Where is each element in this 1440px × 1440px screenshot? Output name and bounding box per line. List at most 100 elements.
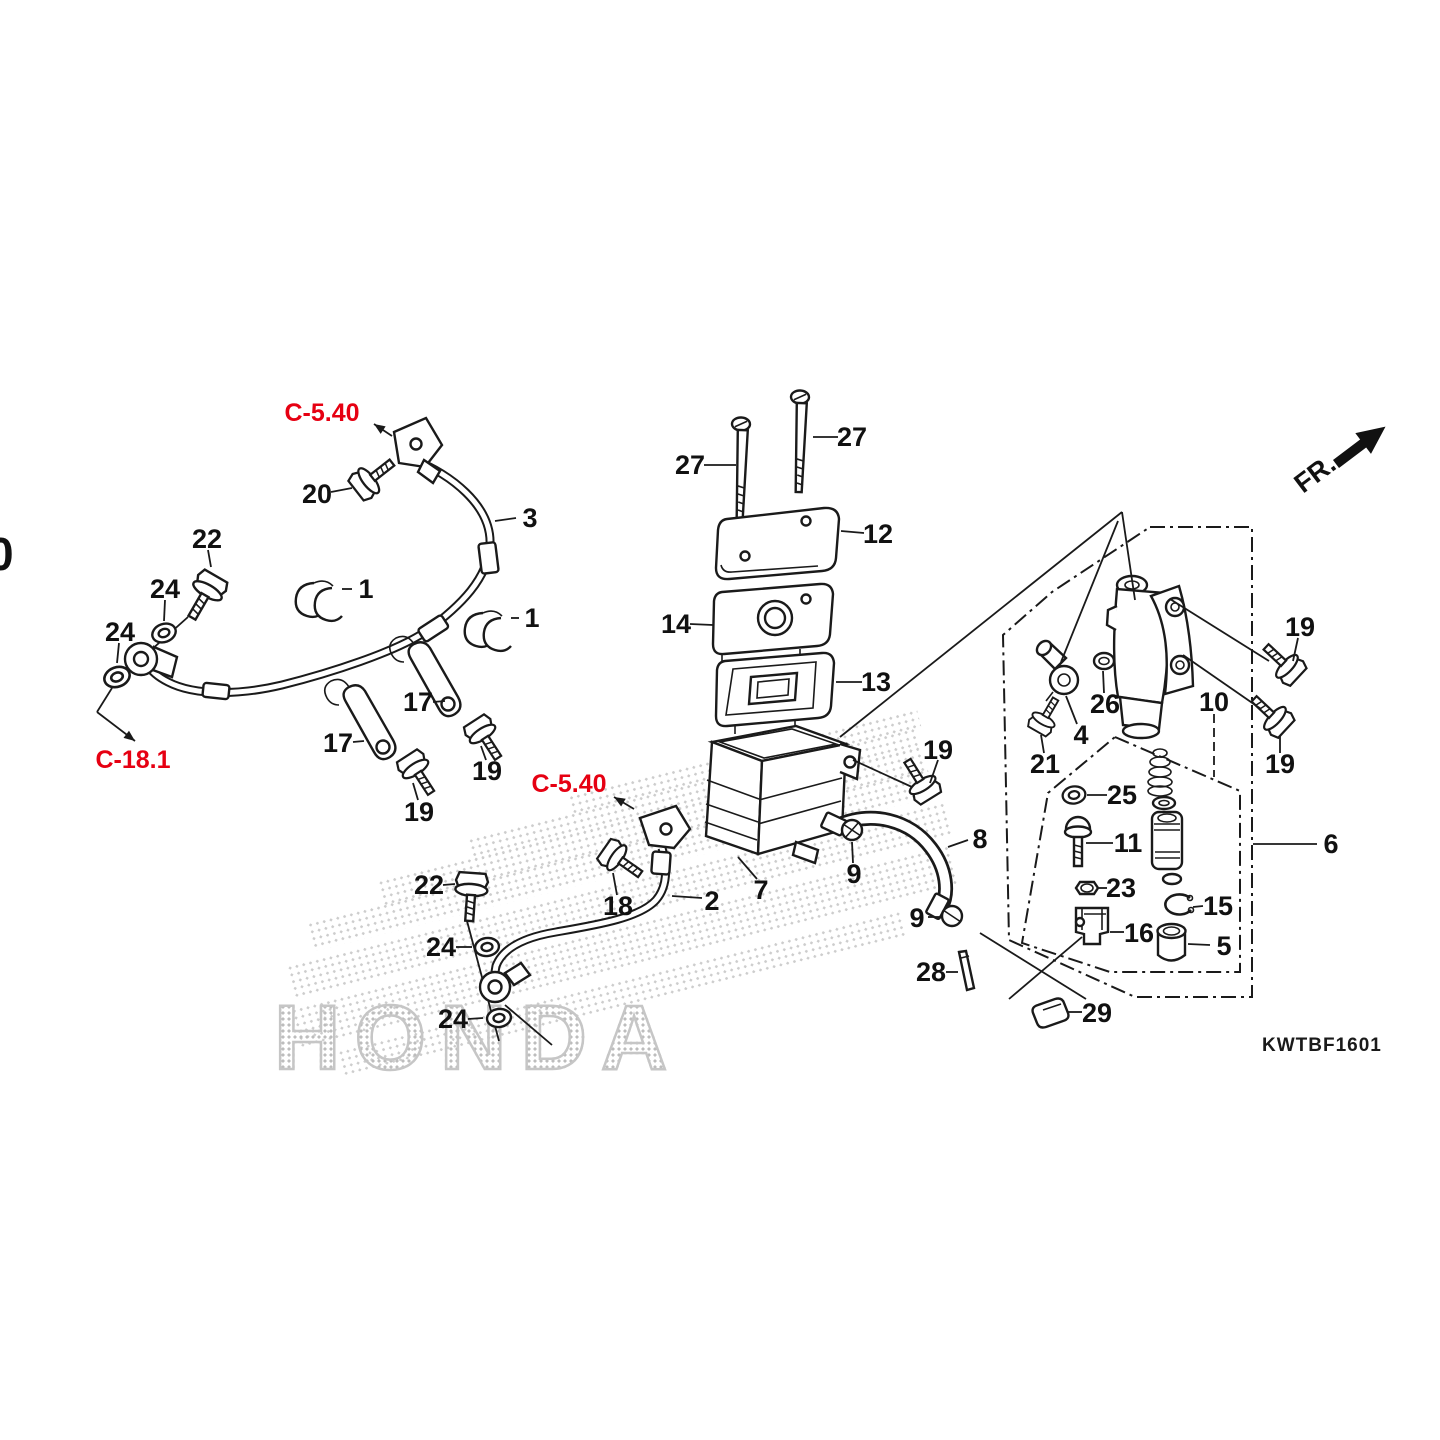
oil-bolt-22	[176, 566, 232, 627]
hose-clip-1	[294, 579, 344, 623]
connection-line	[1060, 520, 1119, 663]
leader-line	[737, 856, 758, 880]
hose-2-banjo	[478, 961, 532, 1004]
page-reference-label: C-5.40	[531, 770, 606, 798]
leader-line	[116, 642, 120, 664]
callout-10: 10	[1199, 687, 1229, 717]
leader-line	[612, 872, 618, 896]
callout-17: 17	[323, 728, 353, 758]
partial-edge-text: 0	[0, 528, 14, 580]
leader-line	[412, 782, 419, 801]
callout-19: 19	[923, 735, 953, 765]
leader-line	[929, 759, 939, 784]
leader-line	[947, 839, 969, 848]
reservoir-hose-8	[820, 810, 954, 920]
flange-bolt-18	[594, 835, 650, 888]
leader-line	[1102, 670, 1105, 694]
rod-joint-16	[1074, 906, 1110, 946]
callout-14: 14	[661, 609, 691, 639]
hose-clamp-9	[940, 904, 964, 928]
leader-line	[442, 883, 456, 886]
oil-bolt-22	[452, 870, 490, 924]
callout-22: 22	[192, 524, 222, 554]
callout-19: 19	[404, 797, 434, 827]
position-line	[504, 1004, 553, 1046]
snap-pin-29	[1031, 997, 1070, 1029]
callout-16: 16	[1124, 918, 1154, 948]
leader-line	[851, 841, 854, 864]
leader-line	[352, 740, 365, 743]
connection-line	[1121, 511, 1136, 601]
callout-6: 6	[1323, 829, 1338, 859]
leader-line	[494, 517, 517, 522]
callout-24: 24	[150, 574, 180, 604]
fr-direction-indicator: FR.	[1289, 426, 1386, 499]
hose-3-fitting	[392, 416, 444, 485]
leader-line	[1065, 695, 1078, 725]
callout-9: 9	[909, 903, 924, 933]
page-reference-label: C-18.1	[95, 746, 170, 774]
callout-27: 27	[675, 450, 705, 480]
mount-line	[852, 759, 913, 788]
callout-12: 12	[863, 519, 893, 549]
callout-29: 29	[1082, 998, 1112, 1028]
callout-27: 27	[837, 422, 867, 452]
leader-line	[1040, 734, 1045, 754]
ref-arrow-icon	[614, 797, 626, 807]
callout-28: 28	[916, 957, 946, 987]
mount-line	[1182, 654, 1262, 710]
callout-5: 5	[1216, 931, 1231, 961]
callout-24: 24	[105, 617, 135, 647]
page-reference-label: C-5.40	[284, 399, 359, 427]
callout-21: 21	[1030, 749, 1060, 779]
leader-line	[1292, 637, 1299, 662]
joint-pin-28	[957, 949, 976, 992]
position-line	[1008, 936, 1083, 1000]
leader-line	[1192, 905, 1204, 908]
callout-26: 26	[1090, 689, 1120, 719]
washer-25	[1060, 783, 1088, 807]
callout-4: 4	[1073, 720, 1088, 750]
reservoir-cap-12	[714, 506, 841, 581]
sealing-washer-24	[484, 1006, 514, 1030]
flange-bolt-19	[1254, 635, 1310, 689]
callout-22: 22	[414, 870, 444, 900]
leader-line	[480, 745, 487, 761]
master-piston	[1150, 810, 1184, 886]
reservoir-diaphragm-13	[714, 651, 836, 734]
boot-5	[1156, 922, 1187, 962]
diagram-code: KWTBF1601	[1262, 1035, 1382, 1056]
hose-clip-1	[463, 609, 513, 653]
leader-line	[330, 487, 353, 493]
callout-11: 11	[1114, 828, 1143, 858]
hose-2-fitting	[638, 804, 692, 850]
callout-17: 17	[403, 687, 433, 717]
push-rod-11	[1063, 815, 1093, 868]
callout-1: 1	[358, 574, 373, 604]
callout-15: 15	[1203, 891, 1233, 921]
callout-13: 13	[861, 667, 891, 697]
callout-18: 18	[603, 891, 633, 921]
leader-line	[840, 530, 865, 534]
reservoir-screw-27	[727, 415, 752, 521]
connection-line	[839, 511, 1123, 738]
hose-3-banjo	[123, 641, 179, 679]
callout-9: 9	[846, 859, 861, 889]
leader-line	[1187, 943, 1211, 946]
position-line	[979, 932, 1087, 1000]
ref-leader-line	[96, 687, 113, 713]
callout-2: 2	[704, 886, 719, 916]
callout-19: 19	[1265, 749, 1295, 779]
reservoir-screw-27	[786, 388, 811, 494]
return-spring	[1147, 748, 1173, 797]
leader-line	[207, 549, 212, 568]
master-cylinder-body	[1105, 574, 1195, 740]
group-10-boundary	[1020, 735, 1241, 973]
leader-line	[432, 700, 446, 703]
reservoir-body-7	[704, 724, 862, 865]
leader-line	[163, 599, 166, 622]
adjusting-nut-23	[1074, 880, 1100, 896]
group-6-boundary	[1001, 526, 1253, 998]
